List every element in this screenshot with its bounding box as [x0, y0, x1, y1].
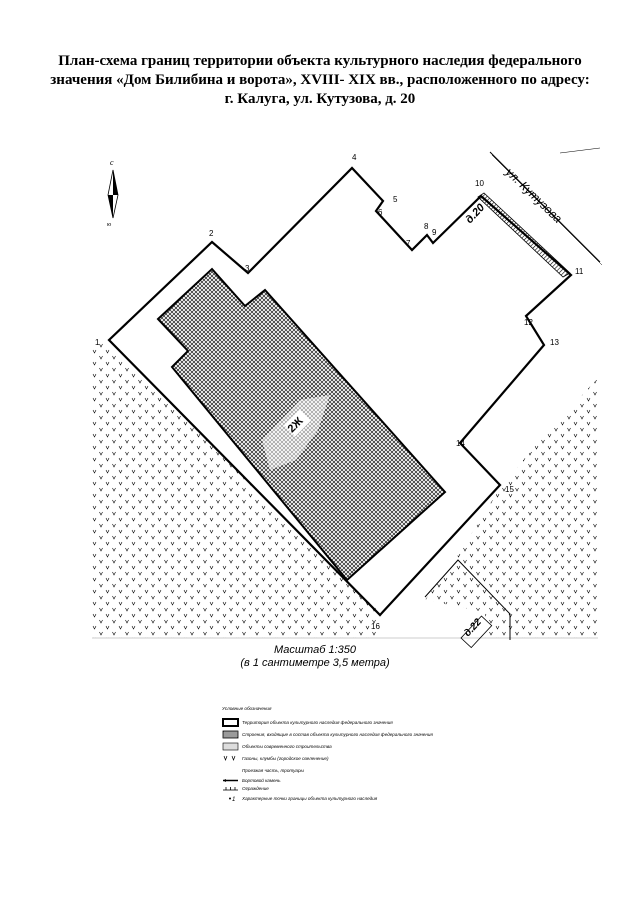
- heritage-building-symbol: [222, 730, 239, 739]
- street-edge-2: [491, 154, 603, 266]
- point-label-10: 10: [475, 179, 484, 188]
- street-edge-3: [559, 147, 601, 154]
- svg-text:1: 1: [232, 797, 235, 803]
- scale-explanation: (в 1 сантиметре 3,5 метра): [240, 657, 390, 669]
- point-label-9: 9: [432, 228, 437, 237]
- point-label-13: 13: [550, 338, 559, 347]
- point-label-15: 15: [505, 485, 514, 494]
- point-label-16: 16: [371, 622, 380, 631]
- house-label-main: д.20: [463, 201, 487, 226]
- boundary-symbol: [222, 718, 239, 727]
- point-label-14: 14: [456, 439, 465, 448]
- title-line-2: значения «Дом Билибина и ворота», XVIII-…: [50, 72, 590, 88]
- legend-item-curb: Бортовой камень: [222, 776, 522, 786]
- point-label-6: 6: [378, 208, 383, 217]
- legend-title: Условные обозначения: [222, 706, 272, 711]
- neighbor-house-outline: [424, 559, 511, 640]
- territory-boundary: [107, 166, 573, 617]
- point-label-12: 12: [524, 318, 533, 327]
- house-label-neighbor-frame: [460, 615, 493, 649]
- point-label-4: 4: [352, 153, 357, 162]
- lawn-symbol: [223, 755, 236, 761]
- modern-building-symbol: [222, 742, 239, 751]
- lawn-area-west: [92, 342, 380, 638]
- legend-item-point: 1 Характерные точки границы объекта куль…: [222, 794, 522, 804]
- legend-item-roadway: Проезжая часть, тротуары: [222, 766, 522, 776]
- legend-item-heritage-building: Строения, входящие в состав объекта куль…: [222, 730, 522, 740]
- street-label: ул. Кутузова: [502, 164, 565, 226]
- point-label-2: 2: [209, 229, 214, 238]
- point-label-1: 1: [95, 338, 100, 347]
- legend-item-fence: Ограждение: [222, 784, 522, 794]
- compass: с ю: [107, 158, 119, 228]
- point-label-11: 11: [575, 267, 584, 276]
- title-line-3: г. Калуга, ул. Кутузова, д. 20: [224, 91, 416, 107]
- scale-caption: Масштаб 1:350 (в 1 сантиметре 3,5 метра): [200, 644, 430, 670]
- building-label-frame: [284, 409, 311, 437]
- curb-symbol: [223, 779, 238, 782]
- fence-symbol: [223, 787, 238, 791]
- title-line-1: План-схема границ территории объекта кул…: [58, 53, 582, 69]
- legend-item-lawn: Газоны, клумбы (городское озеленение): [222, 754, 522, 764]
- legend-item-boundary: Территория объекта культурного наследия …: [222, 718, 522, 728]
- point-symbol: 1: [229, 797, 235, 803]
- roadway-symbol: [223, 767, 238, 774]
- compass-south: ю: [107, 222, 112, 228]
- point-label-3: 3: [245, 264, 250, 273]
- point-label-8: 8: [424, 222, 429, 231]
- legend-item-modern-building: Объекты современного строительства: [222, 742, 522, 752]
- point-label-5: 5: [393, 195, 398, 204]
- map-title: План-схема границ территории объекта кул…: [40, 52, 600, 109]
- street-edge-1: [489, 151, 601, 263]
- compass-north: с: [110, 158, 114, 167]
- point-label-7: 7: [406, 239, 411, 248]
- scale-ratio: Масштаб 1:350: [274, 644, 356, 656]
- lawn-area-east: [425, 378, 598, 638]
